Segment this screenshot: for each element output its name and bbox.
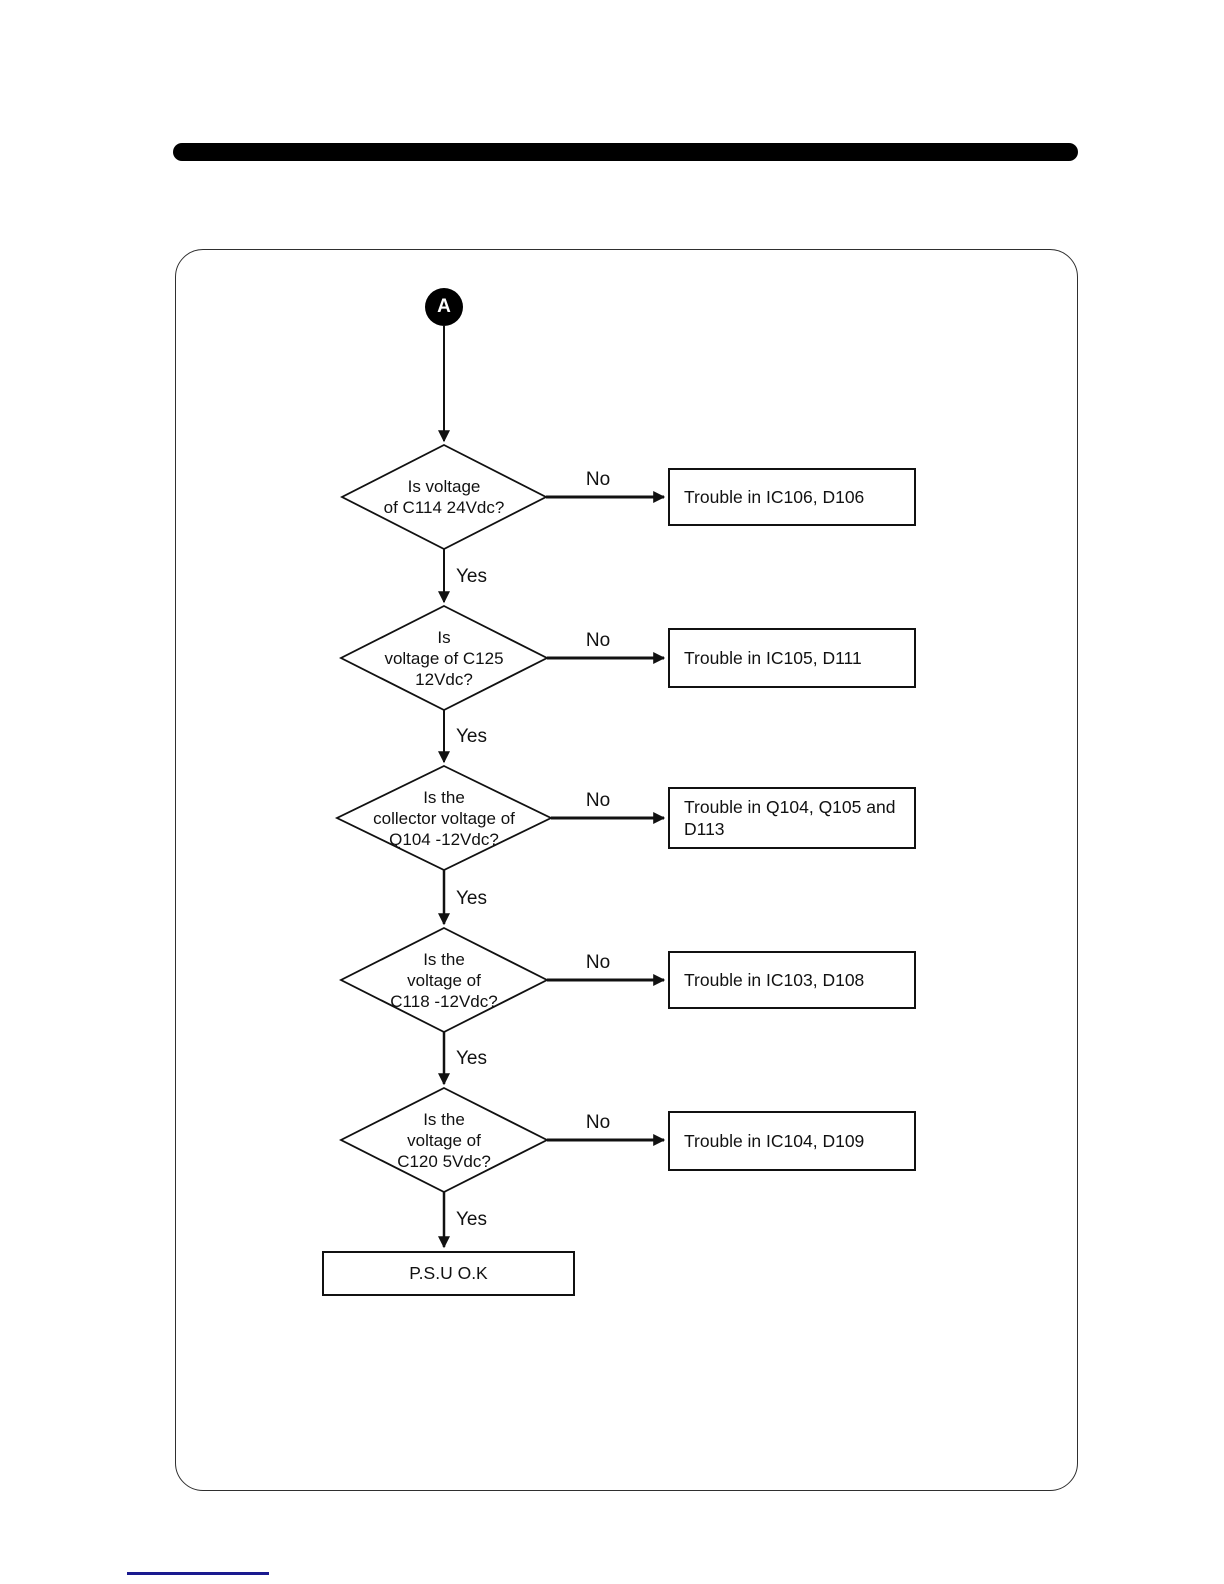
result-box-2: Trouble in IC105, D111 <box>668 628 916 688</box>
result-box-1-text: Trouble in IC106, D106 <box>684 487 865 507</box>
result-box-2-text: Trouble in IC105, D111 <box>684 648 862 668</box>
result-box-5-text: Trouble in IC104, D109 <box>684 1131 865 1151</box>
final-result-text: P.S.U O.K <box>409 1263 488 1283</box>
connector-node-a-label: A <box>437 296 451 317</box>
result-box-1: Trouble in IC106, D106 <box>668 468 916 526</box>
yes-label-4: Yes <box>456 1048 487 1069</box>
yes-label-5: Yes <box>456 1209 487 1230</box>
decision-question-5: Is the voltage of C120 5Vdc? <box>397 1110 491 1171</box>
no-label-2: No <box>585 630 611 651</box>
yes-label-2: Yes <box>456 726 487 747</box>
result-box-5: Trouble in IC104, D109 <box>668 1111 916 1171</box>
result-box-4-text: Trouble in IC103, D108 <box>684 970 865 990</box>
no-label-3: No <box>585 790 611 811</box>
section-header-bar <box>173 143 1078 161</box>
no-label-1: No <box>585 469 611 490</box>
final-result-box: P.S.U O.K <box>322 1251 575 1296</box>
result-box-3-text: Trouble in Q104, Q105 and D113 <box>684 797 896 839</box>
result-box-3: Trouble in Q104, Q105 and D113 <box>668 787 916 849</box>
yes-label-3: Yes <box>456 888 487 909</box>
connector-node-a: A <box>425 288 463 326</box>
decision-question-3: Is the collector voltage of Q104 -12Vdc? <box>373 788 515 849</box>
decision-question-1: Is voltage of C114 24Vdc? <box>383 477 505 517</box>
decision-question-4: Is the voltage of C118 -12Vdc? <box>390 950 498 1011</box>
yes-label-1: Yes <box>456 566 487 587</box>
no-label-4: No <box>585 952 611 973</box>
result-box-4: Trouble in IC103, D108 <box>668 951 916 1009</box>
decision-question-2: Is voltage of C125 12Vdc? <box>384 628 504 689</box>
footer-link-underline <box>127 1572 269 1575</box>
no-label-5: No <box>585 1112 611 1133</box>
